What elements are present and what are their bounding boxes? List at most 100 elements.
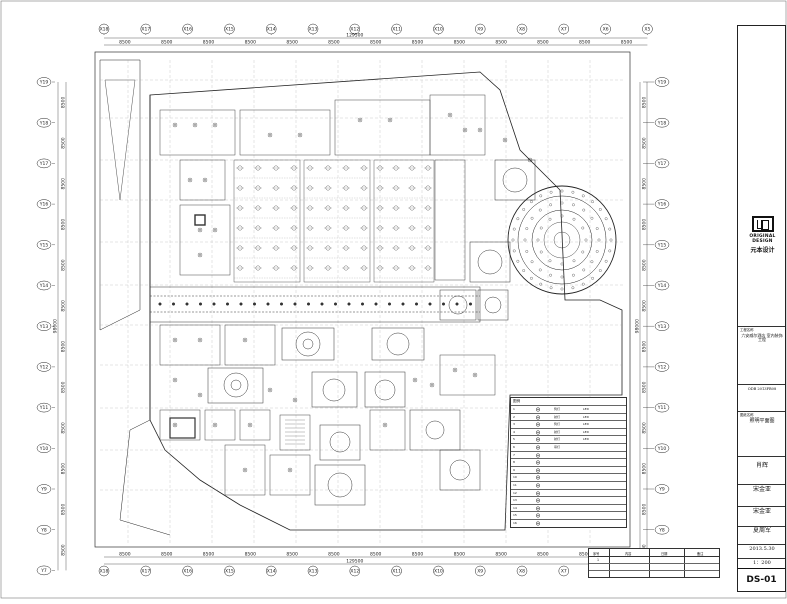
dimension-right-7: 8500 — [642, 381, 648, 393]
dimension-bottom-4: 8500 — [286, 552, 298, 558]
dimension-left-11: 8500 — [61, 544, 67, 556]
axis-label-left-10: Y9 — [40, 487, 47, 493]
overall-dimension-bottom: 129500 — [346, 559, 363, 565]
axis-label-right-7: Y12 — [657, 365, 667, 371]
axis-label-top-5: X13 — [309, 27, 318, 33]
legend-symbol-icon — [535, 491, 541, 496]
legend-row-number: 4 — [513, 429, 515, 434]
legend-row-number: 1 — [513, 407, 515, 411]
overall-dimension-top: 129500 — [346, 33, 363, 39]
axis-label-left-7: Y12 — [39, 365, 49, 371]
dimension-top-11: 8500 — [579, 40, 591, 46]
axis-bubble-bottom-10 — [516, 565, 528, 577]
legend-row-number: 6 — [513, 445, 515, 449]
dimension-right-6: 8500 — [642, 341, 648, 353]
dimension-right-0: 8500 — [642, 96, 648, 108]
axis-label-top-7: X11 — [392, 27, 401, 33]
rev-header-note: 备注 — [697, 551, 704, 556]
legend-row-name: 吊灯 — [554, 445, 561, 449]
rev-row-num: 1 — [597, 557, 600, 562]
building-outline — [99, 59, 623, 536]
designer-cell: 肖辉 — [738, 456, 785, 480]
axis-bubble-bottom-4 — [265, 565, 277, 577]
dimension-top-12: 8500 — [621, 40, 633, 46]
legend-row: 9 — [511, 465, 626, 475]
axis-label-right-6: Y13 — [657, 324, 667, 330]
legend-row-name: 筒灯 — [554, 422, 561, 427]
dimension-left-4: 8500 — [61, 259, 67, 271]
axis-label-right-1: Y18 — [657, 120, 667, 126]
axis-bubble-left-5 — [36, 280, 52, 291]
legend-row-spec: LED — [583, 414, 589, 419]
axis-bubble-left-6 — [36, 321, 52, 331]
legend-symbol-icon — [535, 475, 541, 480]
legend-row-number: 14 — [513, 505, 517, 510]
axis-bubble-left-3 — [36, 199, 52, 209]
dimension-bottom-11: 8500 — [579, 552, 591, 558]
designer-signature: 肖辉 — [755, 462, 768, 469]
legend-row-spec: LED — [583, 407, 589, 411]
revision-table: 序号 内容 日期 备注 1 — [588, 548, 720, 578]
legend-row-name: 射灯 — [554, 429, 561, 434]
axis-bubble-left-0 — [36, 77, 52, 87]
axis-label-top-10: X8 — [519, 27, 525, 33]
axis-label-left-1: Y18 — [39, 120, 49, 126]
logo-chinese: 元本设计 — [750, 247, 775, 254]
axis-label-bottom-10: X8 — [519, 569, 525, 575]
checker-signature: 宋金亚 — [752, 486, 771, 493]
legend-symbol-icon — [535, 513, 541, 518]
axis-label-bottom-2: X16 — [183, 569, 192, 575]
axis-label-right-5: Y14 — [657, 283, 667, 289]
legend-row: 12 — [511, 488, 626, 498]
ballroom-ceiling — [233, 159, 435, 283]
axis-bubble-right-7 — [654, 362, 670, 372]
axis-label-bottom-0: X18 — [100, 569, 109, 575]
dimension-left-7: 8500 — [61, 381, 67, 393]
axis-bubble-bottom-1 — [140, 565, 152, 577]
dimension-right-1: 8500 — [642, 137, 648, 149]
axis-bubble-bottom-9 — [474, 565, 486, 577]
axis-bubble-left-11 — [36, 524, 52, 535]
legend-row-number: 15 — [513, 513, 517, 518]
dimension-top-9: 8500 — [495, 40, 507, 46]
drawing-name-label: 图纸名称 — [740, 413, 754, 417]
dimension-bottom-3: 8500 — [245, 552, 257, 558]
axis-bubble-bottom-0 — [98, 565, 110, 577]
drawing-date: 2013.5.30 — [749, 546, 775, 552]
legend-row-number: 13 — [513, 498, 517, 503]
axis-label-left-4: Y15 — [39, 242, 49, 248]
checker-cell: 宋金亚 — [738, 484, 785, 502]
legend-row: 10 — [511, 473, 626, 482]
axis-label-left-5: Y14 — [39, 283, 49, 289]
dimension-left-0: 8500 — [61, 96, 67, 108]
scale-cell: 1：200 — [738, 558, 785, 570]
axis-label-right-3: Y16 — [657, 202, 667, 208]
legend-symbol-icon — [535, 437, 541, 442]
axis-label-bottom-9: X9 — [477, 569, 483, 575]
axis-bubble-top-12 — [600, 23, 611, 35]
axis-label-top-1: X17 — [141, 27, 150, 33]
logo-english: ORIGINAL DESIGN — [749, 234, 776, 244]
axis-bubble-right-3 — [654, 199, 670, 209]
axis-label-top-11: X7 — [561, 27, 567, 33]
overall-dimension-left: 98000 — [53, 319, 59, 333]
axis-label-left-2: Y17 — [39, 161, 49, 167]
axis-label-left-11: Y8 — [40, 527, 47, 533]
legend-symbol-icon — [535, 498, 541, 503]
dimension-bottom-7: 8500 — [412, 552, 424, 558]
dimension-left-5: 8500 — [61, 300, 67, 312]
axis-label-bottom-7: X11 — [392, 569, 401, 575]
axis-bubble-right-8 — [654, 402, 670, 413]
axis-label-right-4: Y15 — [657, 242, 667, 248]
project-number: ODB 2013FB08 — [747, 387, 777, 391]
dimension-bottom-1: 8500 — [161, 552, 173, 558]
project-number-cell: ODB 2013FB08 — [738, 384, 785, 398]
axis-bubble-left-7 — [36, 362, 52, 372]
legend-row-number: 3 — [513, 422, 515, 427]
axis-bubble-bottom-2 — [182, 565, 193, 577]
legend-symbol-icon — [535, 422, 541, 427]
